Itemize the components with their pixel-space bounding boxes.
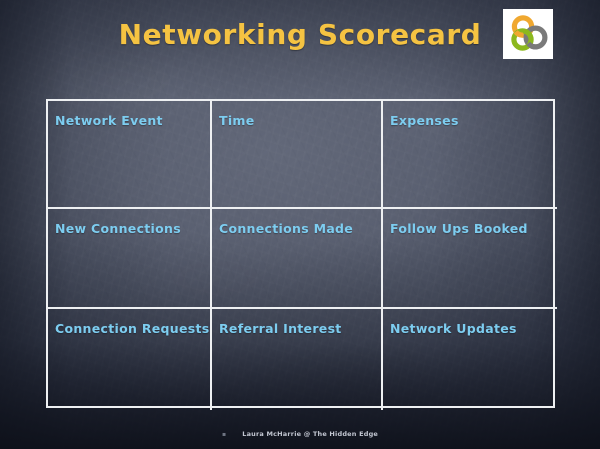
footer: ▪ Laura McHarrie @ The Hidden Edge xyxy=(0,430,600,438)
table-cell-network-event[interactable]: Network Event xyxy=(48,101,212,209)
cell-label: Expenses xyxy=(390,113,459,128)
cell-label: Network Updates xyxy=(390,321,517,336)
table-cell-follow-ups-booked[interactable]: Follow Ups Booked xyxy=(383,209,557,309)
scorecard-table: Network Event Time Expenses New Connecti… xyxy=(46,99,557,410)
cell-label: Referral Interest xyxy=(219,321,342,336)
cell-label: Connections Made xyxy=(219,221,354,236)
footer-credit: Laura McHarrie @ The Hidden Edge xyxy=(242,430,379,438)
cell-label: Follow Ups Booked xyxy=(390,221,528,236)
cell-label: Connection Requests xyxy=(55,321,210,336)
table-cell-network-updates[interactable]: Network Updates xyxy=(383,309,557,410)
table-cell-time[interactable]: Time xyxy=(212,101,383,209)
cell-label: Time xyxy=(219,113,255,128)
page-title: Networking Scorecard xyxy=(118,18,482,51)
cell-label: New Connections xyxy=(55,221,181,236)
table-cell-referral-interest[interactable]: Referral Interest xyxy=(212,309,383,410)
cell-label: Network Event xyxy=(55,113,163,128)
table-cell-connections-made[interactable]: Connections Made xyxy=(212,209,383,309)
table-cell-new-connections[interactable]: New Connections xyxy=(48,209,212,309)
table-cell-expenses[interactable]: Expenses xyxy=(383,101,557,209)
interlocking-rings-logo xyxy=(503,9,553,59)
table-cell-connection-requests[interactable]: Connection Requests xyxy=(48,309,212,410)
footer-mark-icon: ▪ xyxy=(221,430,227,438)
